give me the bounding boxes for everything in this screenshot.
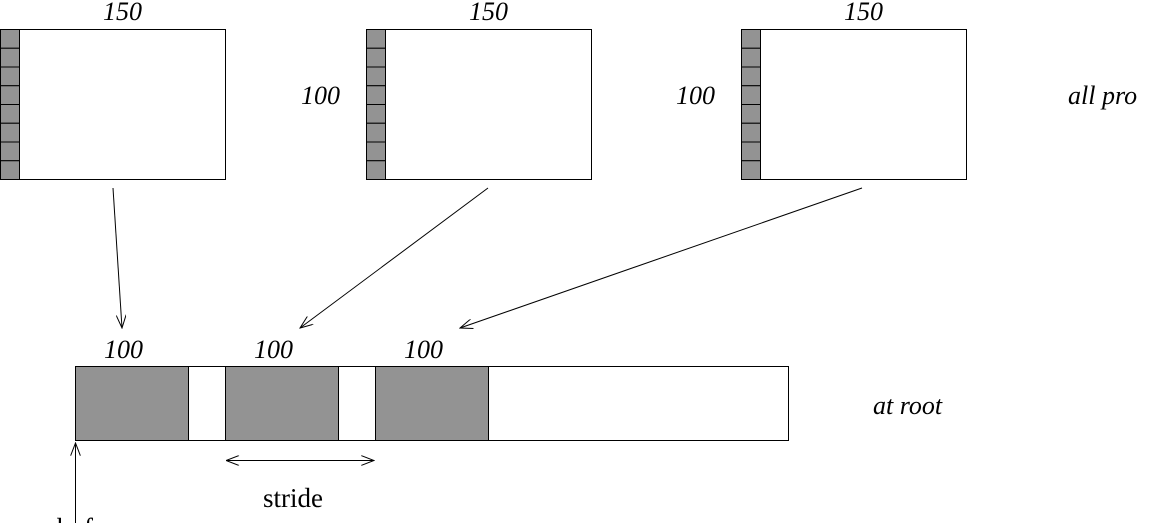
root-segment-2 <box>225 366 339 441</box>
width-label: 150 <box>844 0 883 26</box>
send-cell <box>741 141 761 162</box>
send-cell <box>741 85 761 105</box>
height-label: 100 <box>676 81 715 110</box>
root-segment-1 <box>75 366 189 441</box>
width-label: 150 <box>103 0 142 26</box>
arrow-3 <box>460 187 863 328</box>
send-cell <box>366 122 386 143</box>
send-buffer-3: 150 100 <box>676 0 967 180</box>
send-buffer-outline <box>0 29 226 180</box>
send-cell <box>0 47 20 68</box>
stride-label: stride <box>263 483 323 513</box>
width-label: 150 <box>469 0 508 26</box>
send-cell <box>0 29 20 49</box>
send-cell <box>741 104 761 124</box>
send-cell <box>0 104 20 124</box>
send-cell <box>0 141 20 162</box>
at-root-label: at root <box>873 391 943 420</box>
send-cell <box>0 66 20 87</box>
root-segment-label-2: 100 <box>254 335 293 364</box>
send-cell <box>741 122 761 143</box>
root-buffer: 100 100 100 <box>75 335 789 441</box>
send-cell <box>366 104 386 124</box>
send-buffer-2: 150 100 <box>301 0 592 180</box>
arrow-1 <box>112 187 122 328</box>
send-cell <box>366 141 386 162</box>
send-cell <box>366 160 386 180</box>
rbuf-label: rbuf <box>48 513 93 523</box>
send-buffer-1: 150 <box>0 0 226 180</box>
send-cell <box>741 160 761 180</box>
send-buffer-outline <box>741 29 967 180</box>
send-cell <box>0 160 20 180</box>
root-segment-3 <box>375 366 489 441</box>
send-cell <box>741 29 761 49</box>
send-cell <box>366 85 386 105</box>
arrow-2 <box>300 187 489 328</box>
root-segment-label-3: 100 <box>404 335 443 364</box>
height-label: 100 <box>301 81 340 110</box>
send-cell <box>741 66 761 87</box>
send-cell <box>0 85 20 105</box>
root-segment-label-1: 100 <box>104 335 143 364</box>
all-processes-label: all pro <box>1068 81 1137 110</box>
send-cell <box>741 47 761 68</box>
send-buffer-outline <box>366 29 592 180</box>
send-cell <box>366 29 386 49</box>
send-cell <box>366 66 386 87</box>
send-cell <box>0 122 20 143</box>
send-cell <box>366 47 386 68</box>
